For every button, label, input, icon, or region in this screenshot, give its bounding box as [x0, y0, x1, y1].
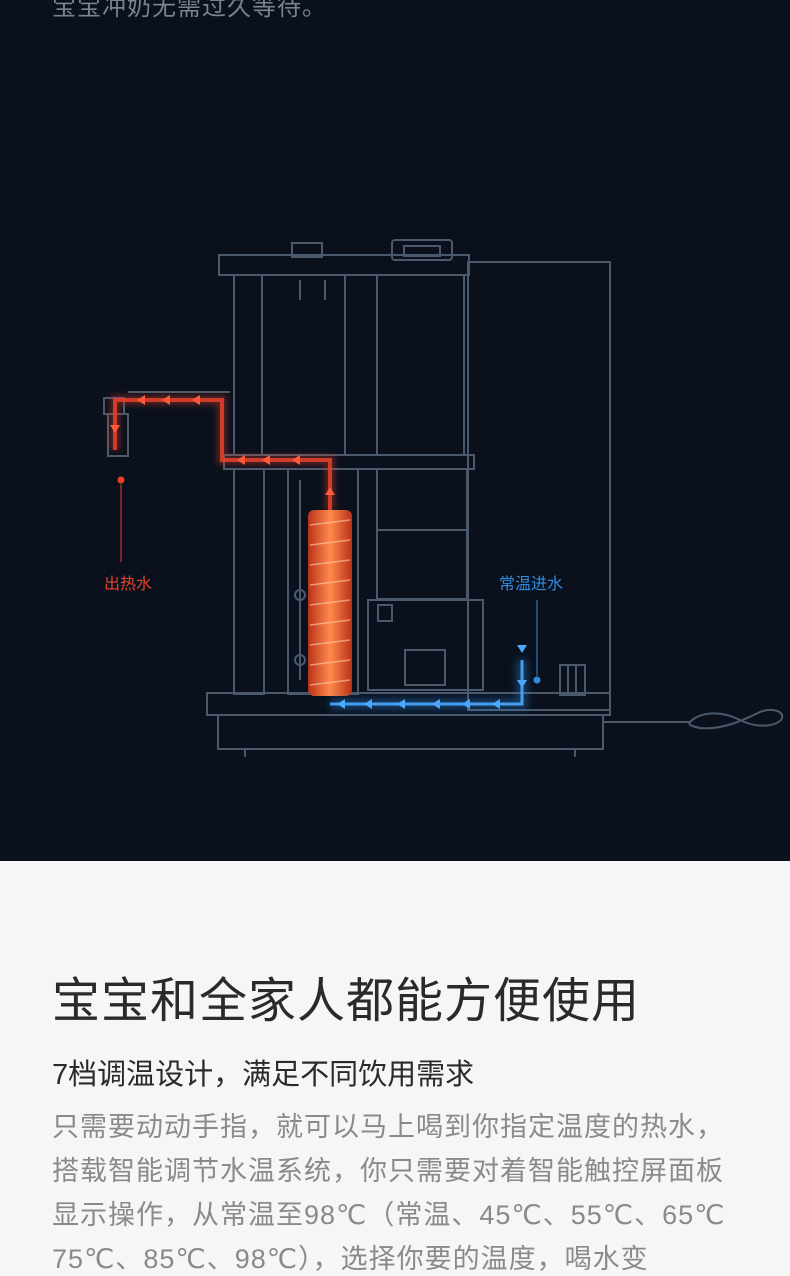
- section-headline: 宝宝和全家人都能方便使用: [52, 975, 641, 1028]
- machine-outline: [103, 239, 784, 757]
- hot-water-out-label: 出热水: [104, 576, 153, 593]
- body-line-2: 搭载智能调节水温系统，你只需要对着智能触控屏面板: [52, 1156, 724, 1186]
- top-dark-panel: 宝宝冲奶无需过久等待。: [0, 0, 790, 861]
- hot-water-path: [110, 395, 335, 510]
- water-flow-diagram: [103, 239, 784, 757]
- body-line-1: 只需要动动手指，就可以马上喝到你指定温度的热水，: [52, 1112, 724, 1142]
- heater-coil: [308, 510, 352, 696]
- bottom-text-panel: 宝宝和全家人都能方便使用 7档调温设计，满足不同饮用需求 只需要动动手指，就可以…: [0, 861, 790, 1274]
- hot-label-pointer: [117, 476, 125, 562]
- cold-label-pointer: [533, 600, 541, 684]
- cold-water-path: [330, 645, 527, 709]
- body-line-3: 显示操作，从常温至98℃（常温、45℃、55℃、65℃: [52, 1200, 726, 1230]
- room-temp-in-label: 常温进水: [499, 576, 564, 593]
- section-subheadline: 7档调温设计，满足不同饮用需求: [52, 1059, 475, 1091]
- top-caption: 宝宝冲奶无需过久等待。: [52, 0, 327, 21]
